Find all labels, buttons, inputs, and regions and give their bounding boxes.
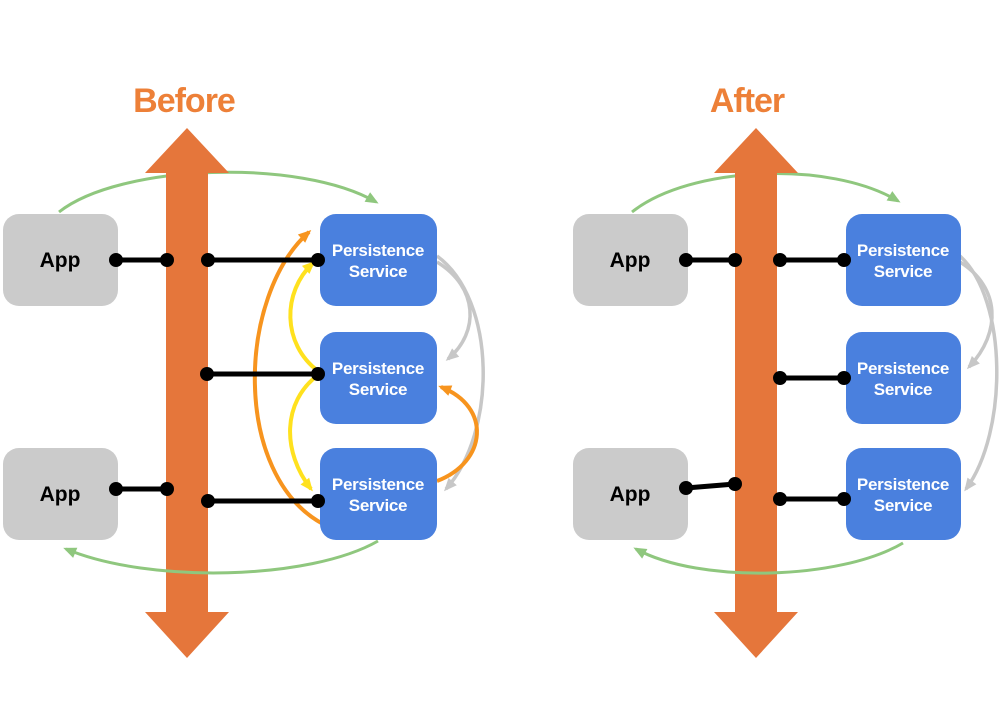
connector-dot [679,481,693,495]
service-label-line2: Service [349,380,407,399]
service-label-line1: Persistence [332,475,424,494]
green-arrow-app-to-service [58,170,379,214]
connector-dot [773,371,787,385]
persistence-service-box-2: Persistence Service [846,332,961,424]
panel-after: After App App Persistence Service Persis… [573,82,999,658]
service-label-line2: Service [874,380,932,399]
connector-dot [837,253,851,267]
connector-dot [728,477,742,491]
app-label: App [40,483,81,506]
yellow-arrow-service2-to-service1 [288,260,320,373]
panel-title-after: After [710,82,785,120]
connector-dot [773,492,787,506]
connector-dot [109,253,123,267]
persistence-service-box-3: Persistence Service [320,448,437,540]
message-bus-arrow-after [714,128,798,658]
service-label-line2: Service [874,496,932,515]
gray-arrow-service1-to-service2 [436,260,472,361]
message-bus-arrow-before [145,128,229,658]
connector-dot [728,253,742,267]
connector-dot [109,482,123,496]
app-label: App [40,249,81,272]
service-label-line1: Persistence [857,241,949,260]
service-label-line1: Persistence [857,475,949,494]
persistence-service-box-3: Persistence Service [846,448,961,540]
green-arrow-service-to-app [633,541,904,575]
green-arrow-service-to-app [63,539,379,575]
bus-connectors-before [109,253,325,508]
service-label-line1: Persistence [332,359,424,378]
persistence-service-box-1: Persistence Service [846,214,961,306]
orange-arrow-service3-to-service2 [436,385,479,483]
app-box-bottom: App [573,448,688,540]
app-box-top: App [3,214,118,306]
connector-dot [201,253,215,267]
persistence-service-box-2: Persistence Service [320,332,437,424]
gray-arrow-service1-to-service3 [435,254,485,492]
app-label: App [610,483,651,506]
app-box-top: App [573,214,688,306]
connector-dot [311,253,325,267]
yellow-arrow-service2-to-service3 [288,373,320,492]
connector-dot [837,492,851,506]
persistence-service-box-1: Persistence Service [320,214,437,306]
panel-title-before: Before [133,82,235,120]
service-label-line2: Service [349,496,407,515]
panel-before: Before App App Persistence Serv [3,82,485,658]
orange-arrow-service3-to-service1 [252,230,324,526]
service-label-line2: Service [349,262,407,281]
app-label: App [610,249,651,272]
gray-arrow-service1-to-service3 [958,254,999,492]
connector-dot [311,367,325,381]
connector-dot [311,494,325,508]
service-label-line1: Persistence [857,359,949,378]
connector-dot [200,367,214,381]
connector-dot [201,494,215,508]
connector-dot [679,253,693,267]
app-box-bottom: App [3,448,118,540]
bus-connectors-after [679,253,851,506]
connector-dot [160,253,174,267]
connector-dot [837,371,851,385]
connector-line [685,481,736,491]
connector-dot [773,253,787,267]
connector-dot [160,482,174,496]
service-label-line1: Persistence [332,241,424,260]
service-label-line2: Service [874,262,932,281]
